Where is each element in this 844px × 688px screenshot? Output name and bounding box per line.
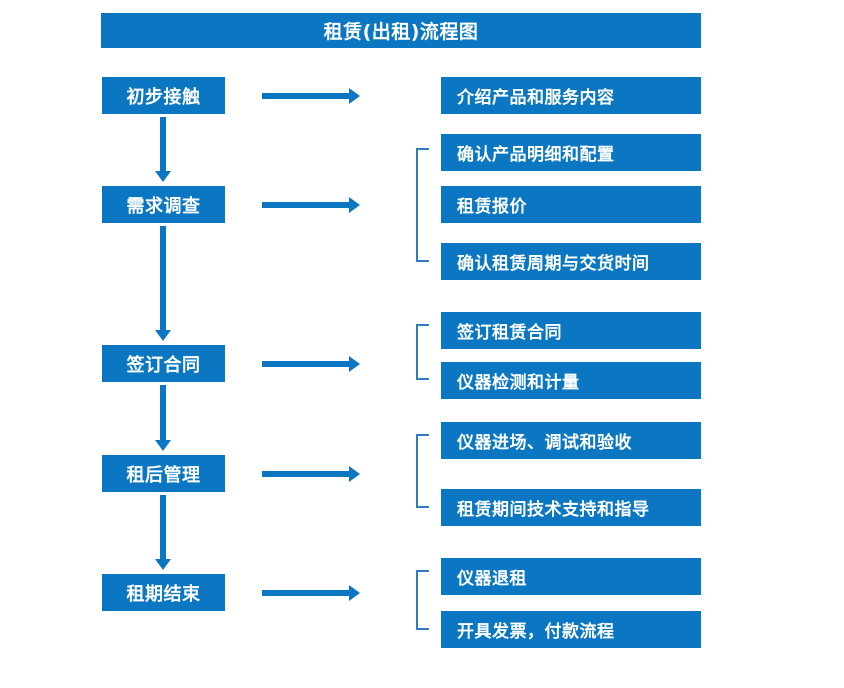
detail-box-7[interactable]: 仪器进场、调试和验收	[441, 422, 701, 459]
bracket-group-5	[416, 570, 429, 630]
arrow-head-icon	[349, 466, 360, 482]
detail-box-1[interactable]: 介绍产品和服务内容	[441, 77, 701, 114]
arrow-head-icon	[155, 440, 171, 451]
arrow-head-icon	[155, 171, 171, 182]
arrow-head-icon	[155, 559, 171, 570]
arrow-head-icon	[349, 88, 360, 104]
detail-box-8[interactable]: 租赁期间技术支持和指导	[441, 489, 701, 526]
detail-box-5[interactable]: 签订租赁合同	[441, 312, 701, 349]
arrow-head-icon	[349, 356, 360, 372]
detail-box-2[interactable]: 确认产品明细和配置	[441, 134, 701, 171]
arrow-shaft	[160, 117, 166, 173]
arrow-stage-3-to-details	[262, 354, 360, 374]
detail-box-9[interactable]: 仪器退租	[441, 558, 701, 595]
bracket-group-2	[416, 148, 429, 262]
arrow-stage-5-to-details	[262, 583, 360, 603]
arrow-head-icon	[349, 197, 360, 213]
arrow-head-icon	[349, 585, 360, 601]
stage-box-2[interactable]: 需求调查	[102, 186, 225, 223]
detail-box-4[interactable]: 确认租赁周期与交货时间	[441, 243, 701, 280]
arrow-stage-2-to-details	[262, 195, 360, 215]
arrow-head-icon	[155, 330, 171, 341]
bracket-group-3	[416, 324, 429, 380]
arrow-shaft	[160, 495, 166, 561]
detail-box-3[interactable]: 租赁报价	[441, 186, 701, 223]
flowchart-title: 租赁(出租)流程图	[101, 13, 701, 48]
detail-box-6[interactable]: 仪器检测和计量	[441, 362, 701, 399]
bracket-group-4	[416, 434, 429, 508]
arrow-stage-2-to-stage-3	[153, 226, 173, 341]
arrow-stage-1-to-stage-2	[153, 117, 173, 182]
arrow-shaft	[160, 226, 166, 332]
stage-box-5[interactable]: 租期结束	[102, 574, 225, 611]
arrow-stage-3-to-stage-4	[153, 385, 173, 451]
stage-box-3[interactable]: 签订合同	[102, 345, 225, 382]
arrow-stage-1-to-details	[262, 86, 360, 106]
arrow-shaft	[160, 385, 166, 442]
stage-box-4[interactable]: 租后管理	[102, 455, 225, 492]
arrow-shaft	[262, 202, 351, 208]
stage-box-1[interactable]: 初步接触	[102, 77, 225, 114]
detail-box-10[interactable]: 开具发票，付款流程	[441, 611, 701, 648]
arrow-shaft	[262, 590, 351, 596]
arrow-shaft	[262, 471, 351, 477]
arrow-stage-4-to-details	[262, 464, 360, 484]
arrow-shaft	[262, 361, 351, 367]
arrow-shaft	[262, 93, 351, 99]
arrow-stage-4-to-stage-5	[153, 495, 173, 570]
